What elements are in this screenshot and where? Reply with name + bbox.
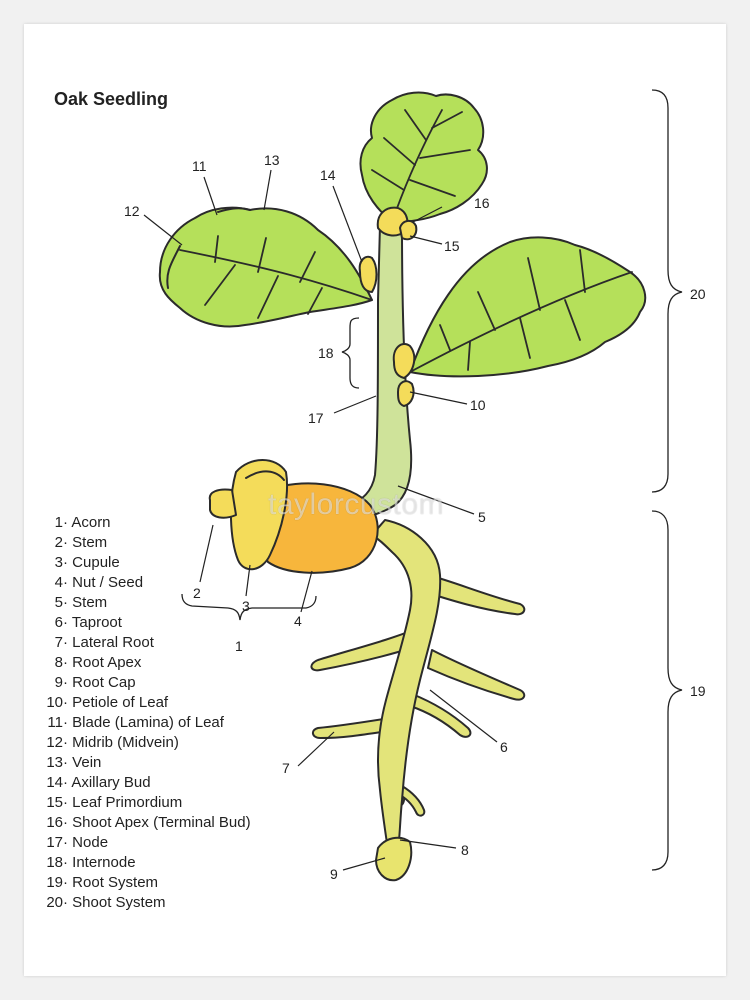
lateral-root xyxy=(424,574,526,616)
diagram-number-labels: 11 13 12 14 16 15 18 17 10 5 2 3 4 1 6 7… xyxy=(124,152,706,882)
legend-item: 13· Vein xyxy=(46,754,102,771)
legend-item: 7· Lateral Root xyxy=(54,634,154,651)
diagram-title: Oak Seedling xyxy=(54,89,169,109)
label-11: 11 xyxy=(192,158,207,174)
label-8: 8 xyxy=(461,842,469,858)
legend-item: 14· Axillary Bud xyxy=(46,774,151,791)
label-16: 16 xyxy=(474,195,490,211)
brace-internode xyxy=(341,317,360,389)
taproot xyxy=(371,519,442,851)
label-19: 19 xyxy=(690,683,706,699)
legend-item: 17· Node xyxy=(46,834,109,851)
legend-item: 10· Petiole of Leaf xyxy=(46,694,169,711)
legend-item: 6· Taproot xyxy=(54,614,122,631)
legend-item: 2· Stem xyxy=(54,534,108,551)
braces xyxy=(181,89,683,871)
label-20: 20 xyxy=(690,286,706,302)
brace-acorn xyxy=(181,593,317,621)
lateral-root xyxy=(427,649,526,701)
left-leaf-blade xyxy=(158,206,373,328)
leader-lines xyxy=(143,169,498,871)
left-leaf-lobes xyxy=(166,207,251,289)
label-2: 2 xyxy=(193,585,201,601)
acorn-cupule xyxy=(229,459,289,571)
legend-list: 1· Acorn 2· Stem 3· Cupule 4· Nut / Seed… xyxy=(40,513,251,913)
label-4: 4 xyxy=(294,613,302,629)
legend-item: 3· Cupule xyxy=(54,554,120,571)
root-cap xyxy=(375,836,413,882)
main-stem xyxy=(349,222,413,521)
legend-item: 19· Root System xyxy=(46,874,159,891)
stem-drawing xyxy=(349,222,413,521)
brace-shoot-system xyxy=(651,89,683,493)
acorn-stem xyxy=(208,488,237,519)
label-6: 6 xyxy=(500,739,508,755)
lateral-root xyxy=(310,627,419,672)
legend-item: 12· Midrib (Midvein) xyxy=(46,734,179,751)
brace-root-system xyxy=(651,510,683,871)
legend-item: 20· Shoot System xyxy=(46,894,166,911)
legend-item: 4· Nut / Seed xyxy=(54,574,144,591)
label-7: 7 xyxy=(282,760,290,776)
label-12: 12 xyxy=(124,203,140,219)
label-1: 1 xyxy=(235,638,243,654)
watermark-text: taylorcustom xyxy=(268,488,445,521)
legend-item: 9· Root Cap xyxy=(54,674,136,691)
label-15: 15 xyxy=(444,238,460,254)
label-3: 3 xyxy=(242,598,250,614)
buds-drawing xyxy=(358,206,418,407)
axillary-bud-lower xyxy=(397,380,415,407)
axillary-bud-node xyxy=(392,343,416,379)
label-9: 9 xyxy=(330,866,338,882)
label-5: 5 xyxy=(478,509,486,525)
legend-item: 18· Internode xyxy=(46,854,136,871)
legend-item: 8· Root Apex xyxy=(54,654,142,671)
root-system-drawing xyxy=(310,519,526,882)
label-17: 17 xyxy=(308,410,324,426)
legend-item: 1· Acorn xyxy=(54,514,111,531)
legend-item: 11· Blade (Lamina) of Leaf xyxy=(47,714,224,731)
acorn-drawing xyxy=(208,459,379,574)
lateral-root xyxy=(397,785,426,817)
legend-item: 5· Stem xyxy=(54,594,108,611)
acorn-cupule-rim xyxy=(245,470,285,481)
legend-item: 15· Leaf Primordium xyxy=(46,794,183,811)
axillary-bud-upper xyxy=(358,255,378,293)
leaf-primordium xyxy=(399,220,418,241)
label-18: 18 xyxy=(318,345,334,361)
lateral-root xyxy=(409,693,472,738)
label-14: 14 xyxy=(320,167,336,183)
label-10: 10 xyxy=(470,397,486,413)
label-13: 13 xyxy=(264,152,280,168)
legend-item: 16· Shoot Apex (Terminal Bud) xyxy=(46,814,251,831)
